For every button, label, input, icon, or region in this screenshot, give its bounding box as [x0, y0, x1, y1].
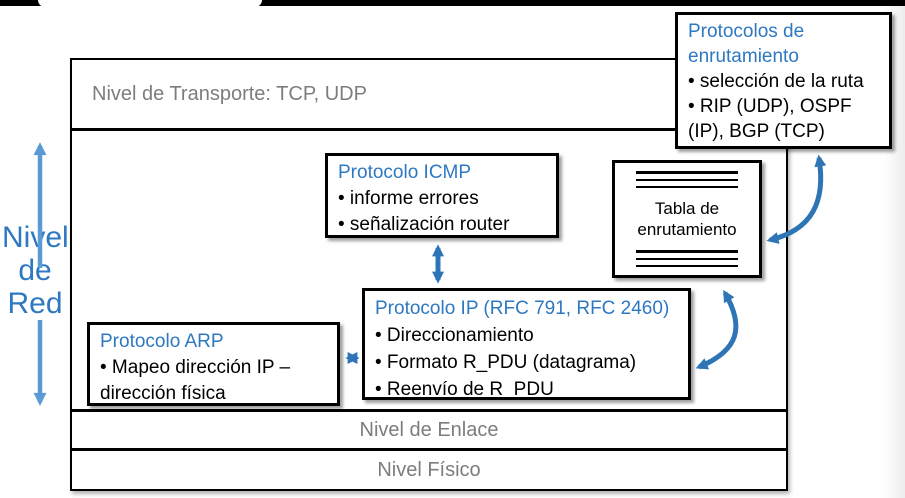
ruled-line: [636, 264, 738, 267]
link-layer-label: Nivel de Enlace: [359, 418, 499, 441]
icmp-bullet-item: • señalización router: [338, 214, 510, 235]
ruled-lines-bottom: [636, 250, 738, 267]
ruled-line: [636, 171, 738, 174]
ruled-line: [636, 185, 738, 188]
ip-box-title: Protocolo IP (RFC 791, RFC 2460): [375, 298, 670, 319]
arp-bullet-item: • Mapeo dirección IP – dirección física: [100, 357, 291, 404]
ip-bullet-item: • Formato R_PDU (datagrama): [375, 352, 637, 373]
top-bar-notch: [38, 0, 262, 7]
routing-table-box: Tabla de enrutamiento: [612, 160, 762, 278]
ruled-line: [636, 257, 738, 260]
routing-protocols-bullet-item: • selección de la ruta: [688, 71, 864, 92]
arp-box-title: Protocolo ARP: [100, 331, 224, 352]
routing-protocols-title: Protocolos de enrutamiento: [688, 21, 805, 67]
physical-layer-band: Nivel Físico: [72, 448, 786, 489]
top-black-bar: [0, 0, 905, 6]
routing-protocols-bullet-item: • RIP (UDP), OSPF (IP), BGP (TCP): [688, 96, 852, 142]
icmp-bullet-item: • informe errores: [338, 188, 479, 209]
ip-protocol-box: Protocolo IP (RFC 791, RFC 2460) • Direc…: [362, 288, 691, 400]
ruled-lines-top: [636, 171, 738, 188]
ruled-line: [636, 250, 738, 253]
network-layer-label: Nivel de Red: [2, 221, 69, 320]
routing-protocols-box: Protocolos de enrutamiento • selección d…: [675, 12, 892, 149]
transport-layer-label: Nivel de Transporte: TCP, UDP: [92, 82, 367, 105]
transport-layer-band: Nivel de Transporte: TCP, UDP: [72, 60, 786, 131]
link-layer-band: Nivel de Enlace: [72, 409, 786, 448]
ruled-line: [636, 178, 738, 181]
ip-bullet-item: • Reenvío de R_PDU: [375, 379, 554, 400]
icmp-protocol-box: Protocolo ICMP • informe errores • señal…: [325, 153, 559, 238]
arp-protocol-box: Protocolo ARP • Mapeo dirección IP – dir…: [87, 322, 340, 406]
routing-table-label: Tabla de enrutamiento: [637, 199, 737, 239]
physical-layer-label: Nivel Físico: [377, 458, 481, 481]
icmp-box-title: Protocolo ICMP: [338, 162, 472, 183]
ip-bullet-item: • Direccionamiento: [375, 325, 534, 346]
